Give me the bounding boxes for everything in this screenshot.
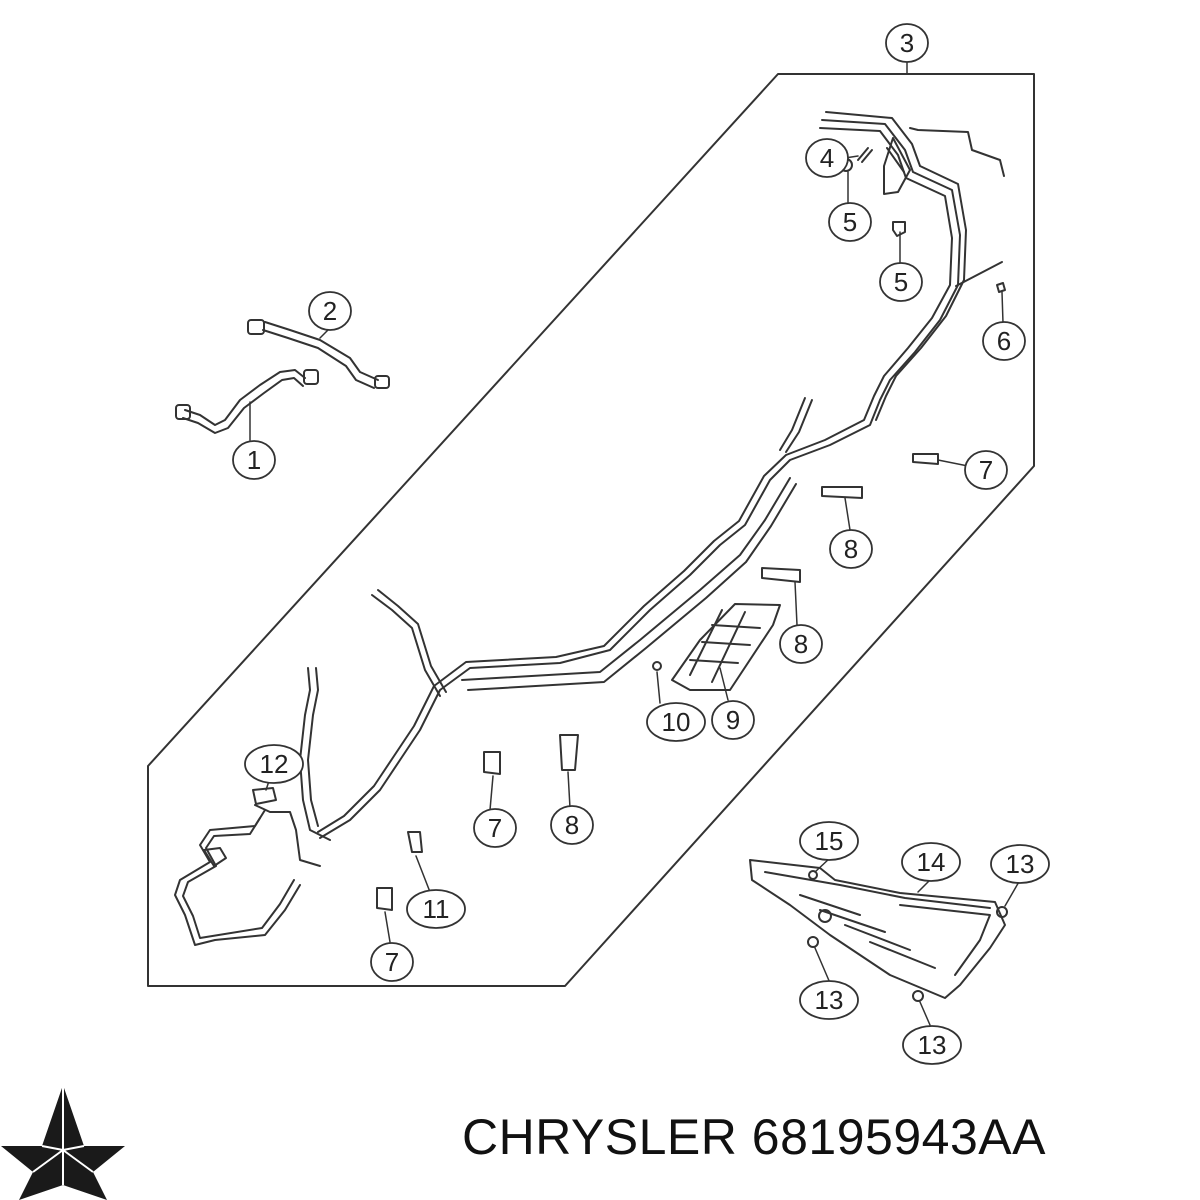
part-2-hose	[247, 319, 390, 389]
part-5-clip	[892, 221, 906, 237]
chrysler-pentastar-icon	[1, 1085, 125, 1200]
callout-5a: 5	[828, 202, 872, 242]
part-9-shield	[671, 603, 781, 691]
svg-text:13: 13	[1006, 849, 1035, 879]
part-7-clip-c	[376, 887, 393, 911]
svg-text:5: 5	[894, 267, 908, 297]
callout-8a: 8	[829, 529, 873, 569]
svg-text:8: 8	[565, 810, 579, 840]
callout-2: 2	[308, 291, 352, 331]
part-number: 68195943AA	[751, 1109, 1046, 1165]
svg-text:15: 15	[815, 826, 844, 856]
svg-text:1: 1	[247, 445, 261, 475]
callout-7a: 7	[964, 450, 1008, 490]
svg-text:7: 7	[385, 947, 399, 977]
part-13-nut-a	[996, 906, 1008, 918]
part-4-clip	[857, 147, 873, 163]
svg-text:8: 8	[844, 534, 858, 564]
svg-text:7: 7	[979, 455, 993, 485]
callout-7c: 7	[370, 942, 414, 982]
callout-14: 14	[901, 842, 961, 882]
part-7-clip-b	[483, 751, 501, 775]
svg-text:9: 9	[726, 705, 740, 735]
part-caption: CHRYSLER 68195943AA	[462, 1108, 1046, 1166]
callout-12: 12	[244, 744, 304, 784]
part-14-heat-shield	[749, 859, 1006, 999]
part-8-clip-c	[559, 734, 579, 771]
callout-4: 4	[805, 138, 849, 178]
callout-8c: 8	[550, 805, 594, 845]
callout-13b: 13	[799, 980, 859, 1020]
svg-text:13: 13	[815, 985, 844, 1015]
part-7-clip-a	[912, 453, 939, 465]
callout-15: 15	[799, 821, 859, 861]
svg-text:7: 7	[488, 813, 502, 843]
svg-text:3: 3	[900, 28, 914, 58]
part-1-hose	[175, 369, 319, 434]
svg-text:12: 12	[260, 749, 289, 779]
callout-7b: 7	[473, 808, 517, 848]
svg-text:4: 4	[820, 143, 834, 173]
part-11-clip	[407, 831, 423, 853]
callout-6: 6	[982, 321, 1026, 361]
svg-text:10: 10	[662, 707, 691, 737]
callout-3: 3	[885, 23, 929, 63]
callout-10: 10	[646, 702, 706, 742]
part-6-clip	[996, 282, 1006, 293]
callouts: 3 2 1 4 5 5 6 7 8 8 10 9 12 7 8 11 7 15 …	[232, 23, 1050, 1065]
brand-name: CHRYSLER	[462, 1109, 738, 1165]
svg-text:13: 13	[918, 1030, 947, 1060]
svg-text:11: 11	[423, 894, 450, 924]
callout-13c: 13	[902, 1025, 962, 1065]
callout-8b: 8	[779, 624, 823, 664]
callout-9: 9	[711, 700, 755, 740]
leader-lines	[249, 59, 1021, 1026]
callout-13a: 13	[990, 844, 1050, 884]
part-13-nut-c	[912, 990, 924, 1002]
svg-text:5: 5	[843, 207, 857, 237]
part-12-connector	[252, 787, 277, 805]
svg-text:6: 6	[997, 326, 1011, 356]
part-10-pin	[652, 661, 662, 671]
svg-text:2: 2	[323, 296, 337, 326]
callout-11: 11	[406, 889, 466, 929]
part-15-fastener	[808, 870, 818, 880]
callout-1: 1	[232, 440, 276, 480]
assembly-boundary	[147, 73, 1035, 987]
svg-text:14: 14	[917, 847, 946, 877]
part-8-clip-b	[761, 567, 801, 583]
svg-text:8: 8	[794, 629, 808, 659]
callout-5b: 5	[879, 262, 923, 302]
part-13-nut-b	[807, 936, 819, 948]
part-8-clip-a	[821, 486, 863, 499]
